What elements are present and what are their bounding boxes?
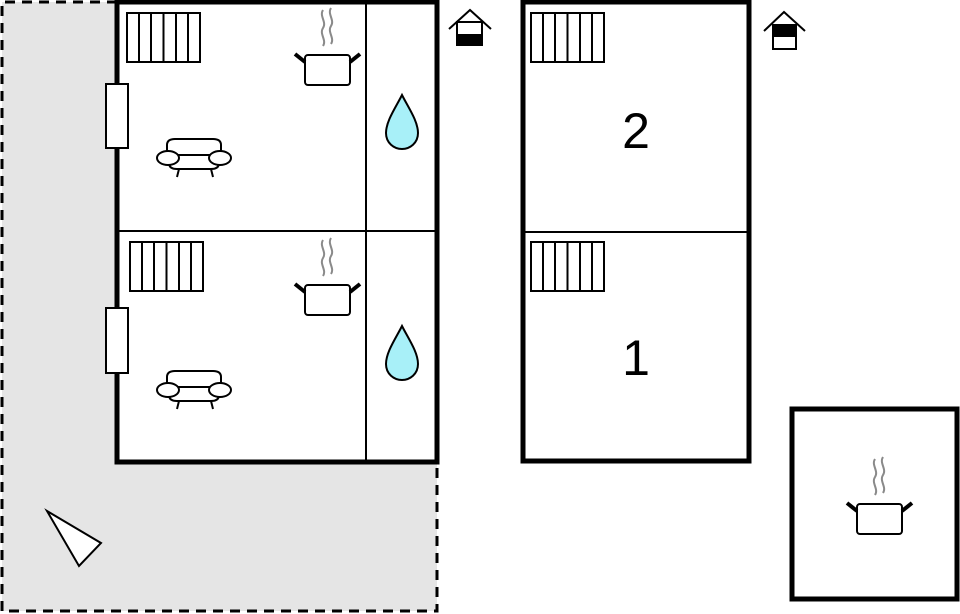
radiator-icon (530, 241, 605, 292)
window-icon (105, 307, 129, 374)
terrace (0, 0, 439, 613)
right-building: 2 1 (520, 0, 752, 464)
annex-building (789, 406, 960, 602)
room-number-1: 1 (622, 330, 650, 386)
north-arrow-icon (44, 508, 103, 568)
radiator-icon (129, 241, 204, 292)
radiator-icon (126, 12, 201, 63)
room-number-2: 2 (622, 103, 650, 159)
upper-unit (105, 6, 419, 178)
window-icon (105, 83, 129, 149)
upper-floor-icon (448, 8, 492, 46)
lower-floor-icon (763, 10, 806, 50)
radiator-icon (530, 12, 605, 63)
lower-unit (105, 236, 419, 410)
